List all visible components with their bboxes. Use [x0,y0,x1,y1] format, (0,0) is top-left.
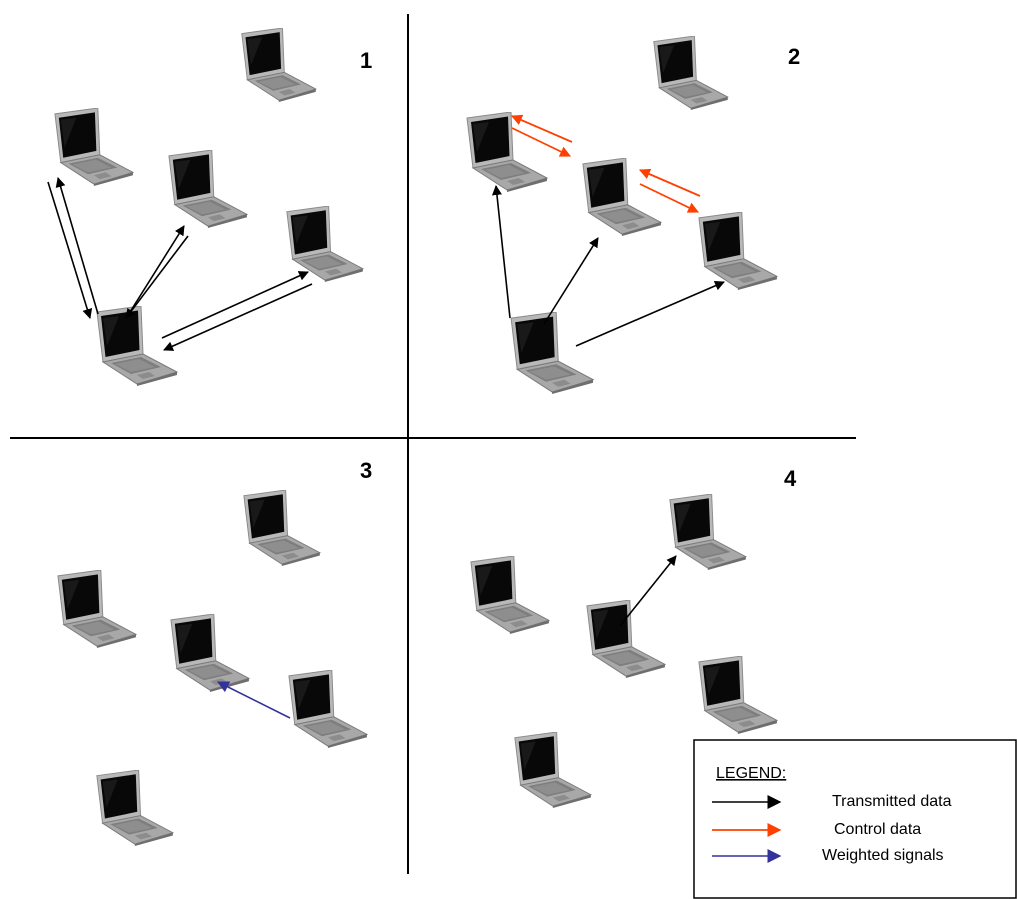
quadrant-2-label: 2 [788,44,800,69]
laptop-icon [470,556,550,634]
laptop-icon [510,312,594,394]
laptop-icon [286,206,364,282]
transmitted-arrow [491,185,511,319]
legend-label-control: Control data [834,821,921,838]
laptop-icon [241,28,317,102]
laptop-icon [669,494,747,570]
laptop-icon [586,600,666,678]
control-arrow [511,127,571,157]
transmitted-arrow [55,177,99,315]
laptop-icon [466,112,548,192]
quadrant-1-label: 1 [360,48,372,73]
legend-box [693,739,1017,899]
laptop-icon [698,656,778,734]
legend-title: LEGEND: [716,765,786,782]
quadrant-1 [47,28,364,386]
legend-label-transmitted: Transmitted data [832,793,952,810]
laptop-icon [168,150,248,228]
transmitted-arrow [125,235,189,319]
transmitted-arrow [543,237,599,325]
transmitted-arrow [163,283,313,351]
transmitted-arrow [129,225,185,313]
laptop-icon [57,570,137,648]
laptop-icon [96,306,178,386]
control-arrow [638,168,701,197]
legend-label-weighted: Weighted signals [822,847,944,864]
laptop-icon [582,158,662,236]
quadrant-4-label: 4 [784,466,797,491]
laptop-icon [698,212,778,290]
quadrant-3 [57,490,368,846]
transmitted-arrow [619,555,677,627]
quadrant-4 [470,494,778,808]
quadrant-3-label: 3 [360,458,372,483]
weighted-arrow [216,681,291,719]
laptop-icon [243,490,321,566]
laptop-icon [170,614,250,692]
laptop-icon [653,36,729,110]
quadrant-2 [466,36,778,394]
laptop-icon [54,108,134,186]
laptop-icon [96,770,174,846]
transmitted-arrow [47,181,93,319]
transmitted-arrow [161,271,309,339]
control-arrow [639,183,699,213]
legend: LEGEND: Transmitted data Control data We… [693,739,1017,899]
laptop-icon [288,670,368,748]
transmitted-arrow [575,280,725,347]
control-arrow [510,114,573,143]
laptop-icon [514,732,592,808]
